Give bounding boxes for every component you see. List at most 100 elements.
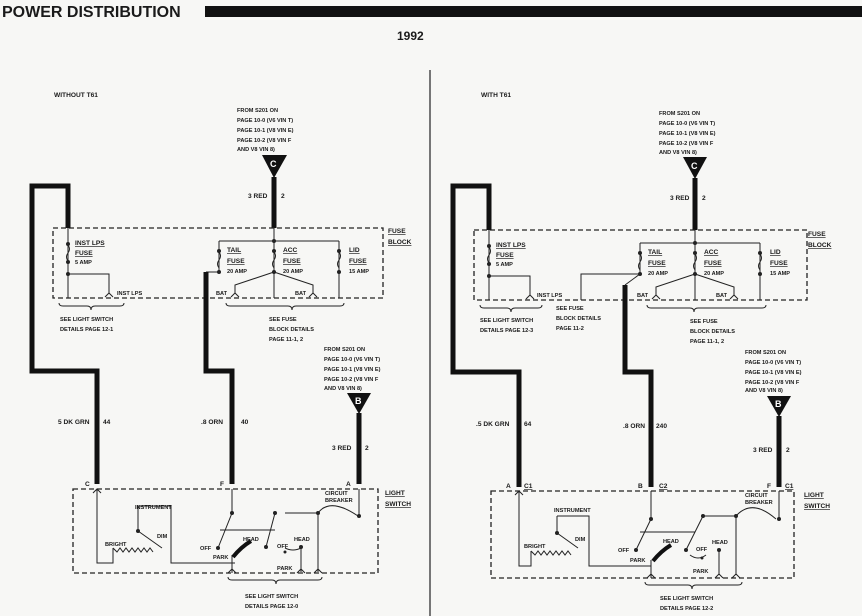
source-b-note: FROM S201 ON PAGE 10-0 (V6 VIN T) PAGE 1… <box>745 350 802 394</box>
pin-label: A <box>346 481 351 488</box>
bat-label: BAT <box>295 291 307 297</box>
light-switch-label: LIGHT <box>385 490 405 497</box>
bracket <box>58 302 125 311</box>
switch-label: INSTRUMENT <box>135 505 172 511</box>
wire-orn <box>203 272 235 484</box>
fuse-block-label: FUSE <box>808 231 826 238</box>
switch-label: INSTRUMENT <box>554 508 591 514</box>
fuse-block-label: BLOCK <box>388 239 412 246</box>
wire-label: 3 RED <box>670 195 690 202</box>
note-line: PAGE 10-2 (V8 VIN F <box>659 141 714 147</box>
reference-note: SEE LIGHT SWITCH <box>660 596 713 602</box>
fuse-block-box <box>52 227 384 299</box>
note-line: AND V8 VIN 8) <box>745 388 783 394</box>
note-line: PAGE 10-1 (V8 VIN E) <box>745 370 802 376</box>
note-line: FROM S201 ON <box>659 111 700 117</box>
wire-dk-grn <box>29 183 100 484</box>
source-c-note: FROM S201 ON PAGE 10-0 (V6 VIN T) PAGE 1… <box>659 111 716 156</box>
light-switch-label: LIGHT <box>804 492 824 499</box>
source-c-note: FROM S201 ON PAGE 10-0 (V6 VIN T) PAGE 1… <box>237 108 294 153</box>
connector-b-triangle <box>767 396 791 417</box>
fuse-label: FUSE <box>75 250 93 257</box>
note-line: FROM S201 ON <box>324 347 365 353</box>
switch-label: HEAD <box>243 537 259 543</box>
connector-label: INST LPS <box>117 291 142 297</box>
wire-circuit: 40 <box>241 419 249 426</box>
reference-note: SEE FUSE <box>556 306 584 312</box>
source-b-note: FROM S201 ON PAGE 10-0 (V6 VIN T) PAGE 1… <box>324 347 381 392</box>
note-line: FROM S201 ON <box>237 108 278 114</box>
reference-note: DETAILS PAGE 12-0 <box>245 604 298 610</box>
wire-label: 3 RED <box>753 447 773 454</box>
note-line: AND V8 VIN 8) <box>659 150 697 156</box>
wire-circuit: 2 <box>702 195 706 202</box>
reference-note: SEE FUSE <box>269 317 297 323</box>
switch-label: PARK <box>630 558 645 564</box>
fuse-name: LID <box>349 247 360 254</box>
fuse-label: FUSE <box>770 260 788 267</box>
switch-label: OFF <box>696 547 708 553</box>
connector-c-letter: C <box>691 161 698 171</box>
note-line: PAGE 10-0 (V6 VIN T) <box>659 121 715 127</box>
year-label: 1992 <box>397 29 424 43</box>
connector-b-letter: B <box>355 396 362 406</box>
wire-circuit: 240 <box>656 423 667 430</box>
connector-symbol <box>104 292 114 298</box>
fuse-bus <box>206 228 340 298</box>
switch-label: DIM <box>575 537 586 543</box>
pin-label: F <box>220 481 224 488</box>
switch-label: OFF <box>618 548 630 554</box>
fuse-symbol <box>66 244 70 262</box>
wire-circuit: 2 <box>365 445 369 452</box>
switch-label: HEAD <box>712 540 728 546</box>
header-bar <box>205 6 862 17</box>
bat-label: BAT <box>716 293 728 299</box>
fuse-label: FUSE <box>283 258 301 265</box>
switch-label: HEAD <box>663 539 679 545</box>
switch-label: PARK <box>693 569 708 575</box>
note-line: AND V8 VIN 8) <box>324 386 362 392</box>
wire-circuit: 2 <box>281 193 285 200</box>
light-switch-box <box>72 488 379 574</box>
fuse-amp: 20 AMP <box>283 269 303 275</box>
reference-note: SEE LIGHT SWITCH <box>60 317 113 323</box>
switch-label: OFF <box>200 546 212 552</box>
switch-label: BRIGHT <box>524 544 546 550</box>
connector-b-triangle <box>347 393 371 414</box>
panel-with-t61: WITH T61 FROM S201 ON PAGE 10-0 (V6 VIN … <box>450 92 832 612</box>
reference-note: DETAILS PAGE 12-2 <box>660 606 713 612</box>
pin-label: C <box>85 481 90 488</box>
connector-c-triangle <box>262 155 287 178</box>
fuse-amp: 20 AMP <box>648 271 668 277</box>
pin-label: F <box>767 483 771 490</box>
note-line: PAGE 10-2 (V8 VIN F <box>745 380 800 386</box>
pin-label: B <box>638 483 643 490</box>
wire-label: 3 RED <box>332 445 352 452</box>
connector-b-letter: B <box>775 399 782 409</box>
connector-id: C1 <box>785 483 794 490</box>
wire-circuit: 2 <box>786 447 790 454</box>
wire-label: .5 DK GRN <box>476 421 510 428</box>
fuse-name: INST LPS <box>75 240 105 247</box>
reference-note: BLOCK DETAILS <box>690 329 735 335</box>
fuse-label: FUSE <box>704 260 722 267</box>
reference-note: DETAILS PAGE 12-1 <box>60 327 113 333</box>
wire-label: 3 RED <box>248 193 268 200</box>
fuse-amp: 5 AMP <box>496 262 513 268</box>
page-title: POWER DISTRIBUTION <box>2 4 181 21</box>
connector-c-triangle <box>683 157 707 179</box>
fuse-name: ACC <box>283 247 298 254</box>
note-line: PAGE 10-2 (V8 VIN F <box>324 377 379 383</box>
fuse-label: FUSE <box>496 252 514 259</box>
reference-note: SEE LIGHT SWITCH <box>480 318 533 324</box>
fuse-name: TAIL <box>648 249 662 256</box>
fuse-block-label: BLOCK <box>808 242 832 249</box>
switch-label: BREAKER <box>325 498 353 504</box>
light-switch-label: SWITCH <box>385 501 411 508</box>
fuse-name: ACC <box>704 249 719 256</box>
fuse-block-box <box>473 229 808 301</box>
fuse-name: LID <box>770 249 781 256</box>
fuse-label: FUSE <box>349 258 367 265</box>
fuse-name: INST LPS <box>496 242 526 249</box>
panel-title: WITHOUT T61 <box>54 92 98 99</box>
